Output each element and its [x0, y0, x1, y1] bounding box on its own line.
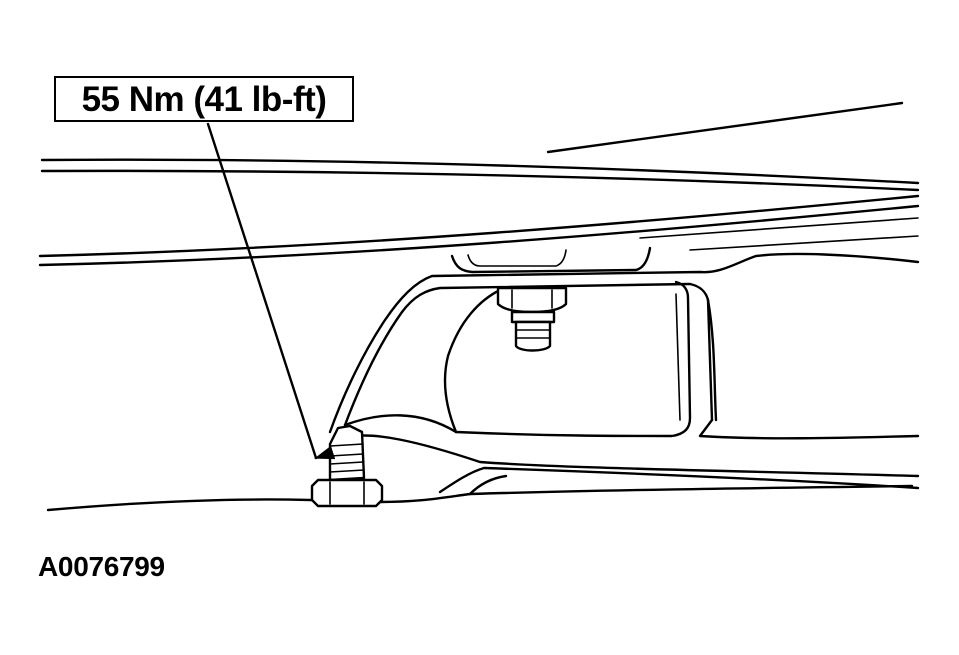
- torque-spec-label: 55 Nm (41 lb-ft): [81, 79, 327, 119]
- crossmember-bracket: [328, 252, 920, 496]
- hex-nut-stud-lower: [310, 424, 384, 508]
- leader-arrow-icon: [206, 122, 336, 460]
- lower-frame-edge: [46, 484, 914, 512]
- hex-nut-stud-upper: [496, 286, 568, 352]
- upper-mount-pad: [450, 246, 652, 274]
- torque-callout-box: 55 Nm (41 lb-ft): [54, 76, 354, 122]
- upper-frame-rail: [38, 101, 920, 267]
- figure-id-label: A0076799: [38, 551, 165, 582]
